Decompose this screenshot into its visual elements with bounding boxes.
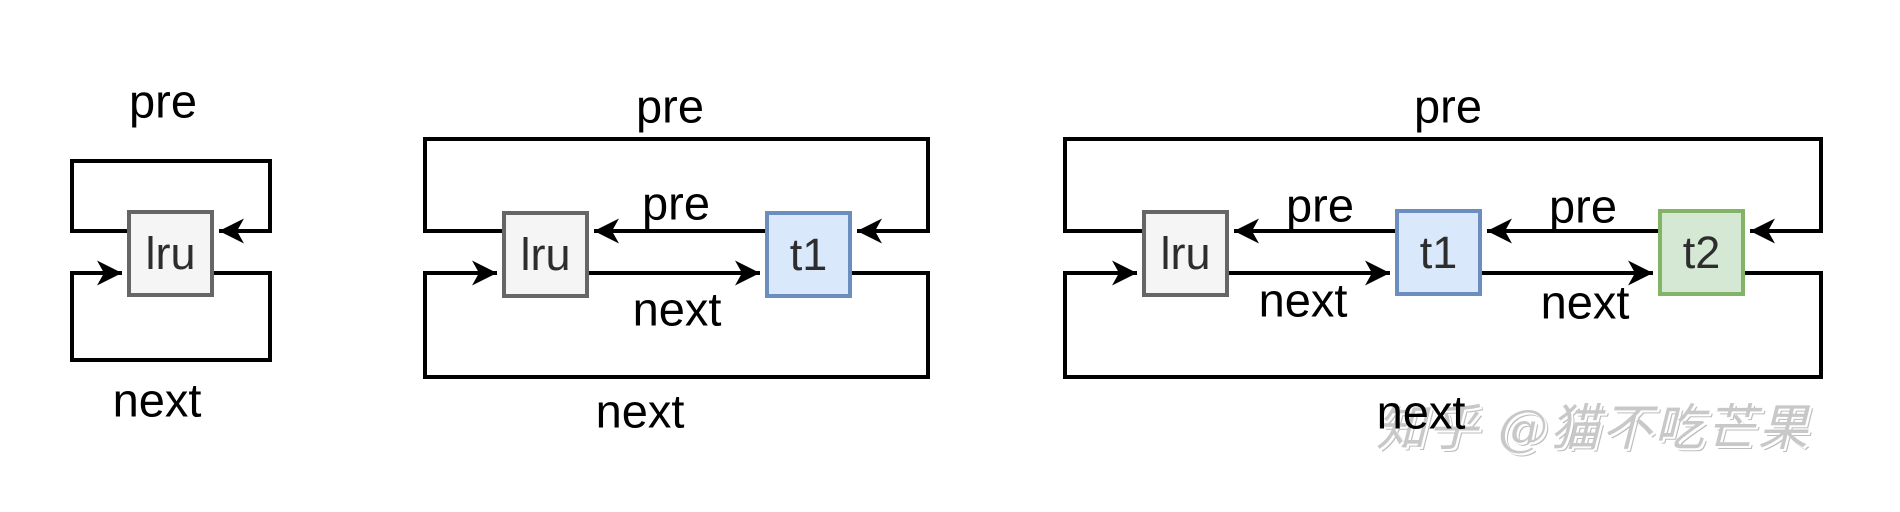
watermark: 知乎 @猫不吃芒果 (1376, 399, 1810, 457)
d2-next-inner-label: next (632, 282, 722, 336)
d3-edge-pre-outer-lru-to-t2 (1063, 137, 1823, 244)
d1-node-lru: lru (127, 210, 214, 297)
d3-node-t1-label: t1 (1419, 226, 1458, 278)
d3-pre-inner-t1-lru-label: pre (1286, 178, 1354, 232)
d2-edge-pre-outer-lru-to-t1 (423, 137, 930, 244)
d1-edge-pre-self-loop (70, 159, 272, 244)
d2-node-lru: lru (502, 211, 589, 298)
d3-next-inner-t1-t2-label: next (1540, 275, 1630, 329)
d3-node-lru-label: lru (1160, 227, 1211, 279)
d3-node-t1: t1 (1395, 209, 1482, 296)
d1-node-lru-label: lru (145, 227, 196, 279)
d3-edge-next-outer-t2-to-lru (1063, 260, 1823, 379)
d1-pre-label: pre (129, 74, 197, 128)
d3-next-inner-lru-t1-label: next (1258, 273, 1348, 327)
d3-node-lru: lru (1142, 210, 1229, 297)
d1-next-label: next (112, 373, 202, 427)
d2-pre-outer-label: pre (636, 79, 704, 133)
d2-node-lru-label: lru (520, 228, 571, 280)
d3-next-outer-label: next (1376, 385, 1466, 439)
d2-pre-inner-label: pre (642, 176, 710, 230)
d3-node-t2: t2 (1658, 209, 1745, 296)
d2-node-t1-label: t1 (789, 228, 828, 280)
d1-edge-next-self-loop (70, 260, 272, 362)
d2-next-outer-label: next (595, 384, 685, 438)
d3-node-t2-label: t2 (1682, 226, 1721, 278)
d3-pre-outer-label: pre (1414, 79, 1482, 133)
d2-node-t1: t1 (765, 211, 852, 298)
d3-pre-inner-t2-t1-label: pre (1549, 179, 1617, 233)
d2-edge-next-outer-t1-to-lru (423, 260, 930, 379)
